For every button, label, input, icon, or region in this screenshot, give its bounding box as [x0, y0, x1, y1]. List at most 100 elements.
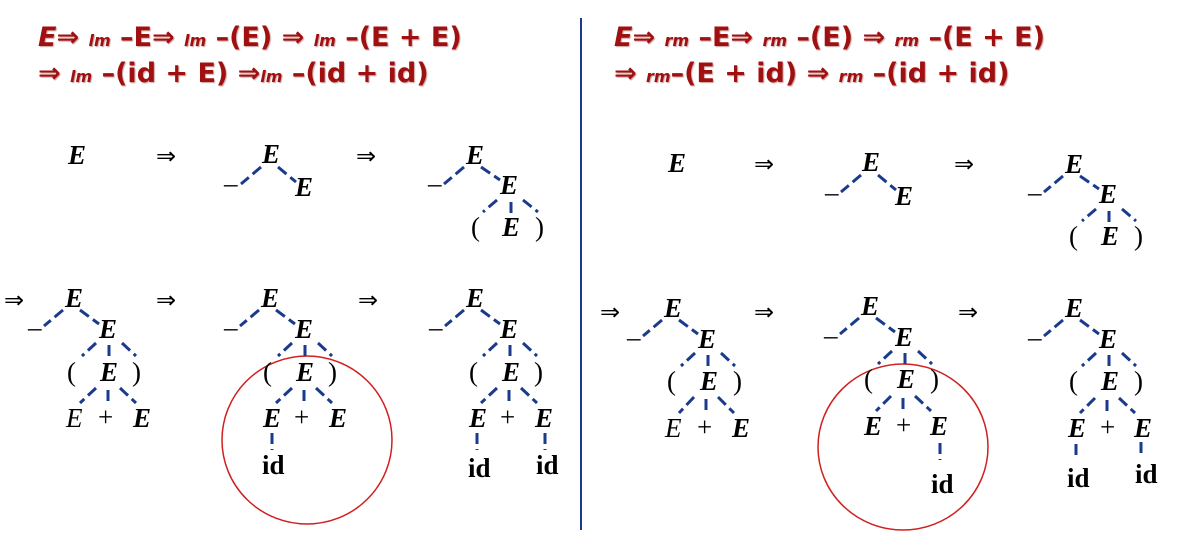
svg-text:): ): [535, 212, 544, 242]
tree-r4: E – E ( E ) E + E: [626, 293, 750, 443]
svg-text:E: E: [261, 139, 280, 169]
arrow-r3: ⇒: [600, 298, 620, 326]
rightmost-derivation-line1: E⇒ rm –E⇒ rm –(E) ⇒ rm –(E + E): [614, 22, 1045, 53]
svg-text:–: –: [626, 322, 641, 352]
svg-text:E: E: [1098, 179, 1117, 209]
svg-text:id: id: [262, 450, 285, 480]
arrow-r1: ⇒: [754, 150, 774, 178]
arrow-l3: ⇒: [4, 286, 24, 314]
svg-text:E: E: [99, 357, 118, 387]
svg-text:): ): [1134, 366, 1143, 396]
svg-text:E: E: [501, 357, 520, 387]
leftmost-derivation-line2: ⇒ lm –(id + E) ⇒lm –(id + id): [38, 58, 429, 89]
svg-text:E: E: [328, 403, 347, 433]
svg-text:(: (: [469, 357, 478, 387]
highlight-circle-right: [817, 363, 989, 531]
svg-text:E: E: [929, 411, 948, 441]
svg-text:E: E: [1064, 149, 1083, 179]
svg-text:+: +: [294, 402, 309, 432]
svg-text:(: (: [67, 357, 76, 387]
arrow-r2: ⇒: [954, 150, 974, 178]
svg-text:): ): [534, 357, 543, 387]
svg-text:(: (: [1069, 366, 1078, 396]
svg-text:+: +: [896, 410, 911, 440]
svg-text:E: E: [294, 314, 313, 344]
svg-text:E: E: [295, 357, 314, 387]
svg-text:(: (: [1069, 221, 1078, 251]
svg-text:id: id: [536, 450, 559, 480]
svg-text:–: –: [427, 168, 442, 198]
tree-r3: E – E ( E ): [1027, 149, 1143, 251]
svg-text:E: E: [863, 411, 882, 441]
svg-text:E: E: [1098, 324, 1117, 354]
svg-text:): ): [132, 357, 141, 387]
svg-text:id: id: [931, 469, 954, 499]
svg-text:E: E: [465, 283, 484, 313]
tree-l2: E – E: [223, 139, 313, 202]
svg-text:(: (: [864, 364, 873, 394]
svg-text:): ): [328, 357, 337, 387]
svg-text:–: –: [27, 312, 42, 342]
svg-text:E: E: [65, 403, 83, 433]
arrow-r4: ⇒: [754, 298, 774, 326]
svg-text:(: (: [667, 366, 676, 396]
svg-text:id: id: [1135, 459, 1158, 489]
svg-text:E: E: [1067, 413, 1086, 443]
svg-text:E: E: [861, 147, 880, 177]
arrow-l2: ⇒: [356, 142, 376, 170]
svg-text:E: E: [534, 403, 553, 433]
tree-l4: E – E ( E ) E + E: [27, 283, 151, 433]
svg-text:E: E: [499, 170, 518, 200]
svg-text:E: E: [1100, 221, 1119, 251]
svg-text:E: E: [1100, 366, 1119, 396]
svg-text:E: E: [896, 364, 915, 394]
svg-text:+: +: [697, 412, 712, 442]
svg-text:E: E: [1064, 293, 1083, 323]
svg-text:+: +: [1100, 412, 1115, 442]
svg-text:E: E: [860, 291, 879, 321]
arrow-r5: ⇒: [958, 298, 978, 326]
svg-text:E: E: [501, 212, 520, 242]
svg-text:E: E: [64, 283, 83, 313]
svg-text:E: E: [98, 314, 117, 344]
svg-text:E: E: [132, 403, 151, 433]
tree-r1-root: E: [667, 148, 686, 178]
tree-l5: E – E ( E ) E + E id: [223, 283, 347, 480]
svg-text:–: –: [824, 177, 839, 207]
svg-text:–: –: [823, 320, 838, 350]
svg-text:): ): [733, 366, 742, 396]
svg-text:id: id: [1067, 463, 1090, 493]
tree-l1-root: E: [67, 140, 86, 170]
svg-text:–: –: [223, 312, 238, 342]
svg-text:E: E: [697, 324, 716, 354]
svg-text:E: E: [260, 283, 279, 313]
svg-text:E: E: [465, 140, 484, 170]
svg-text:–: –: [428, 312, 443, 342]
svg-text:–: –: [1027, 322, 1042, 352]
highlight-circle-left: [221, 355, 393, 525]
svg-text:–: –: [1027, 177, 1042, 207]
tree-r2: E – E: [824, 147, 913, 211]
svg-text:): ): [930, 364, 939, 394]
svg-text:E: E: [499, 314, 518, 344]
svg-text:E: E: [663, 293, 682, 323]
tree-r6: E – E ( E ) E + E id id: [1027, 293, 1158, 493]
svg-text:): ): [1134, 221, 1143, 251]
leftmost-derivation-line1: E⇒ lm –E⇒ lm –(E) ⇒ lm –(E + E): [38, 22, 462, 53]
svg-text:E: E: [699, 366, 718, 396]
svg-text:E: E: [294, 172, 313, 202]
svg-text:E: E: [468, 403, 487, 433]
svg-text:E: E: [262, 403, 281, 433]
svg-text:E: E: [731, 413, 750, 443]
svg-text:(: (: [263, 357, 272, 387]
svg-text:+: +: [500, 402, 515, 432]
svg-text:E: E: [894, 322, 913, 352]
svg-text:id: id: [468, 453, 491, 483]
svg-text:–: –: [223, 168, 238, 198]
tree-l6: E – E ( E ) E + E id id: [428, 283, 559, 483]
svg-text:+: +: [98, 402, 113, 432]
arrow-l5: ⇒: [358, 286, 378, 314]
rightmost-derivation-line2: ⇒ rm–(E + id) ⇒ rm –(id + id): [614, 58, 1010, 89]
